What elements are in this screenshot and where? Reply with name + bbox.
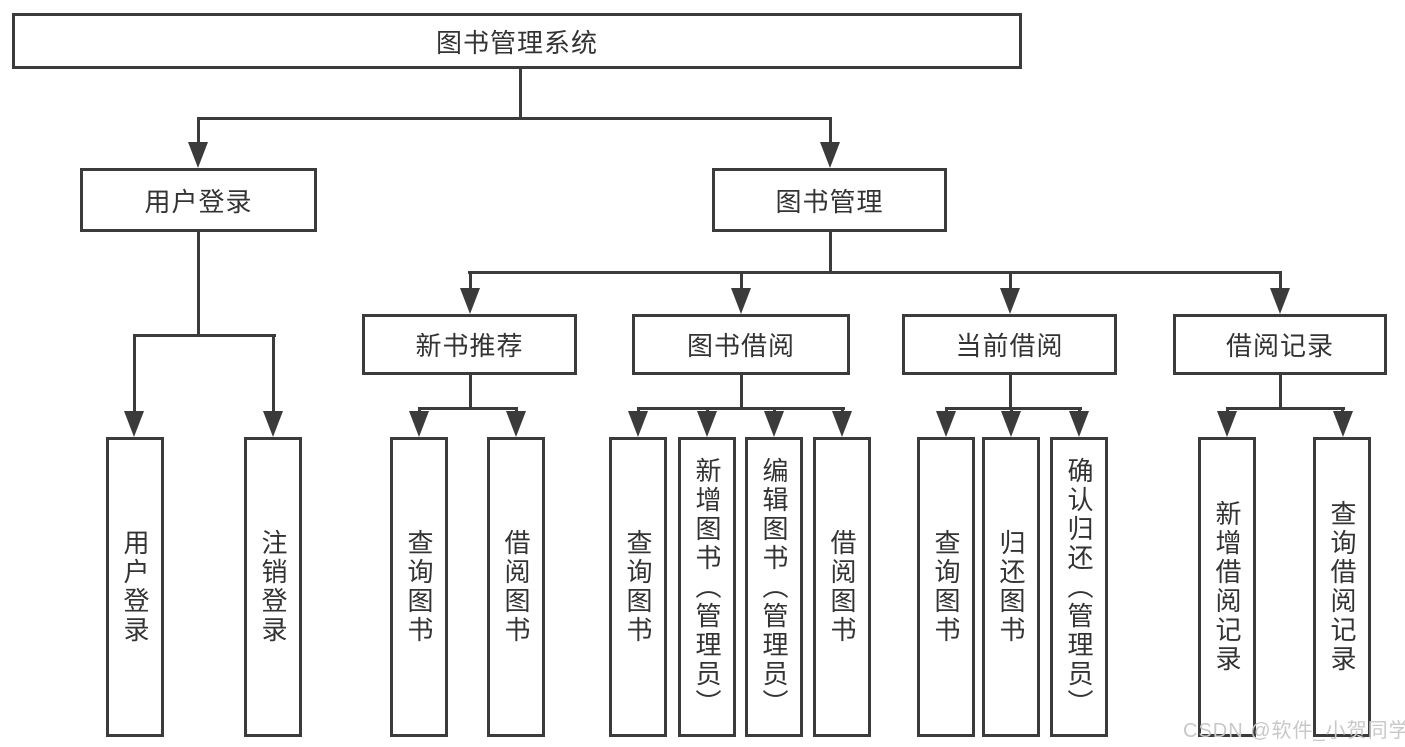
arrow-down-icon (124, 411, 144, 437)
node-book-management-label: 图书管理 (775, 186, 884, 217)
connector-new-book-drop (469, 271, 472, 293)
leaf-query-books-current-label: 查询图书 (931, 529, 961, 645)
leaf-add-books-admin-label: 新增图书（管理员） (692, 456, 722, 718)
node-root-library-system: 图书管理系统 (12, 13, 1022, 69)
leaf-borrow-books: 借阅图书 (813, 437, 871, 737)
connector-current-borrow-drop (1009, 271, 1012, 293)
node-new-book-recommend-label: 新书推荐 (415, 331, 524, 361)
leaf-query-books-borrow-label: 查询图书 (623, 529, 653, 645)
leaf-query-borrow-record-label: 查询借阅记录 (1327, 500, 1357, 674)
connector-current-borrow-branch (945, 407, 1082, 410)
leaf-logout-login-label: 注销登录 (258, 529, 288, 645)
leaf-add-borrow-record: 新增借阅记录 (1198, 437, 1256, 737)
leaf-edit-books-admin-label: 编辑图书（管理员） (759, 456, 789, 718)
arrow-down-icon (820, 142, 840, 168)
arrow-down-icon (1217, 411, 1237, 437)
leaf-logout-login: 注销登录 (244, 437, 302, 737)
arrow-down-icon (188, 142, 208, 168)
node-borrow-records: 借阅记录 (1173, 314, 1387, 375)
connector-user-login-branch (133, 334, 276, 337)
leaf-edit-books-admin: 编辑图书（管理员） (745, 437, 803, 737)
arrow-down-icon (263, 411, 283, 437)
connector-new-book-stem (469, 375, 472, 410)
connector-new-book-branch (418, 407, 518, 410)
connector-borrow-records-branch (1226, 407, 1345, 410)
watermark: CSDN @软件_小贺同学 (1183, 720, 1405, 742)
node-root-label: 图书管理系统 (435, 27, 598, 58)
arrow-down-icon (1001, 411, 1021, 437)
node-book-borrow: 图书借阅 (632, 314, 850, 375)
leaf-return-books-label: 归还图书 (996, 529, 1026, 645)
leaf-add-books-admin: 新增图书（管理员） (678, 437, 736, 737)
node-book-management: 图书管理 (712, 168, 947, 232)
leaf-query-borrow-record: 查询借阅记录 (1313, 437, 1371, 737)
connector-current-borrow-stem (1009, 375, 1012, 410)
leaf-query-books-recommend-label: 查询图书 (404, 529, 434, 645)
node-new-book-recommend: 新书推荐 (362, 314, 577, 375)
node-book-borrow-label: 图书借阅 (686, 331, 795, 361)
arrow-down-icon (409, 411, 429, 437)
node-user-login-label: 用户登录 (144, 186, 253, 217)
leaf-confirm-return-admin-label: 确认归还（管理员） (1064, 456, 1094, 718)
arrow-down-icon (1270, 288, 1290, 314)
leaf-return-books: 归还图书 (982, 437, 1040, 737)
connector-level2-branch (197, 117, 832, 120)
leaf-query-books-borrow: 查询图书 (609, 437, 667, 737)
arrow-down-icon (1000, 288, 1020, 314)
arrow-down-icon (506, 411, 526, 437)
connector-borrow-records-stem (1279, 375, 1282, 410)
leaf-borrow-books-recommend: 借阅图书 (487, 437, 545, 737)
node-user-login: 用户登录 (80, 168, 317, 232)
connector-borrow-records-drop (1279, 271, 1282, 293)
connector-user-login-stem (197, 232, 200, 337)
node-current-borrow-label: 当前借阅 (955, 331, 1064, 361)
arrow-down-icon (1069, 411, 1089, 437)
connector-book-borrow-drop (740, 271, 743, 293)
arrow-down-icon (697, 411, 717, 437)
leaf-query-books-recommend: 查询图书 (390, 437, 448, 737)
leaf-add-borrow-record-label: 新增借阅记录 (1212, 500, 1242, 674)
leaf-user-login: 用户登录 (106, 437, 164, 737)
leaf-borrow-books-label: 借阅图书 (827, 529, 857, 645)
arrow-down-icon (628, 411, 648, 437)
node-current-borrow: 当前借阅 (902, 314, 1117, 375)
arrow-down-icon (764, 411, 784, 437)
connector-book-mgmt-stem (829, 232, 832, 274)
leaf-confirm-return-admin: 确认归还（管理员） (1050, 437, 1108, 737)
leaf-query-books-current: 查询图书 (917, 437, 975, 737)
connector-leaf-logout-drop (272, 334, 275, 414)
connector-level3-branch (468, 271, 1282, 274)
connector-book-borrow-stem (740, 375, 743, 410)
arrow-down-icon (832, 411, 852, 437)
connector-book-borrow-branch (637, 407, 845, 410)
arrow-down-icon (1333, 411, 1353, 437)
connector-leaf-login-drop (133, 334, 136, 414)
arrow-down-icon (936, 411, 956, 437)
arrow-down-icon (731, 288, 751, 314)
arrow-down-icon (460, 288, 480, 314)
leaf-borrow-books-recommend-label: 借阅图书 (501, 529, 531, 645)
connector-root-stem (519, 69, 522, 119)
leaf-user-login-label: 用户登录 (120, 529, 150, 645)
node-borrow-records-label: 借阅记录 (1225, 331, 1334, 361)
connector-book-mgmt-drop (829, 117, 832, 147)
connector-user-login-drop (197, 117, 200, 147)
